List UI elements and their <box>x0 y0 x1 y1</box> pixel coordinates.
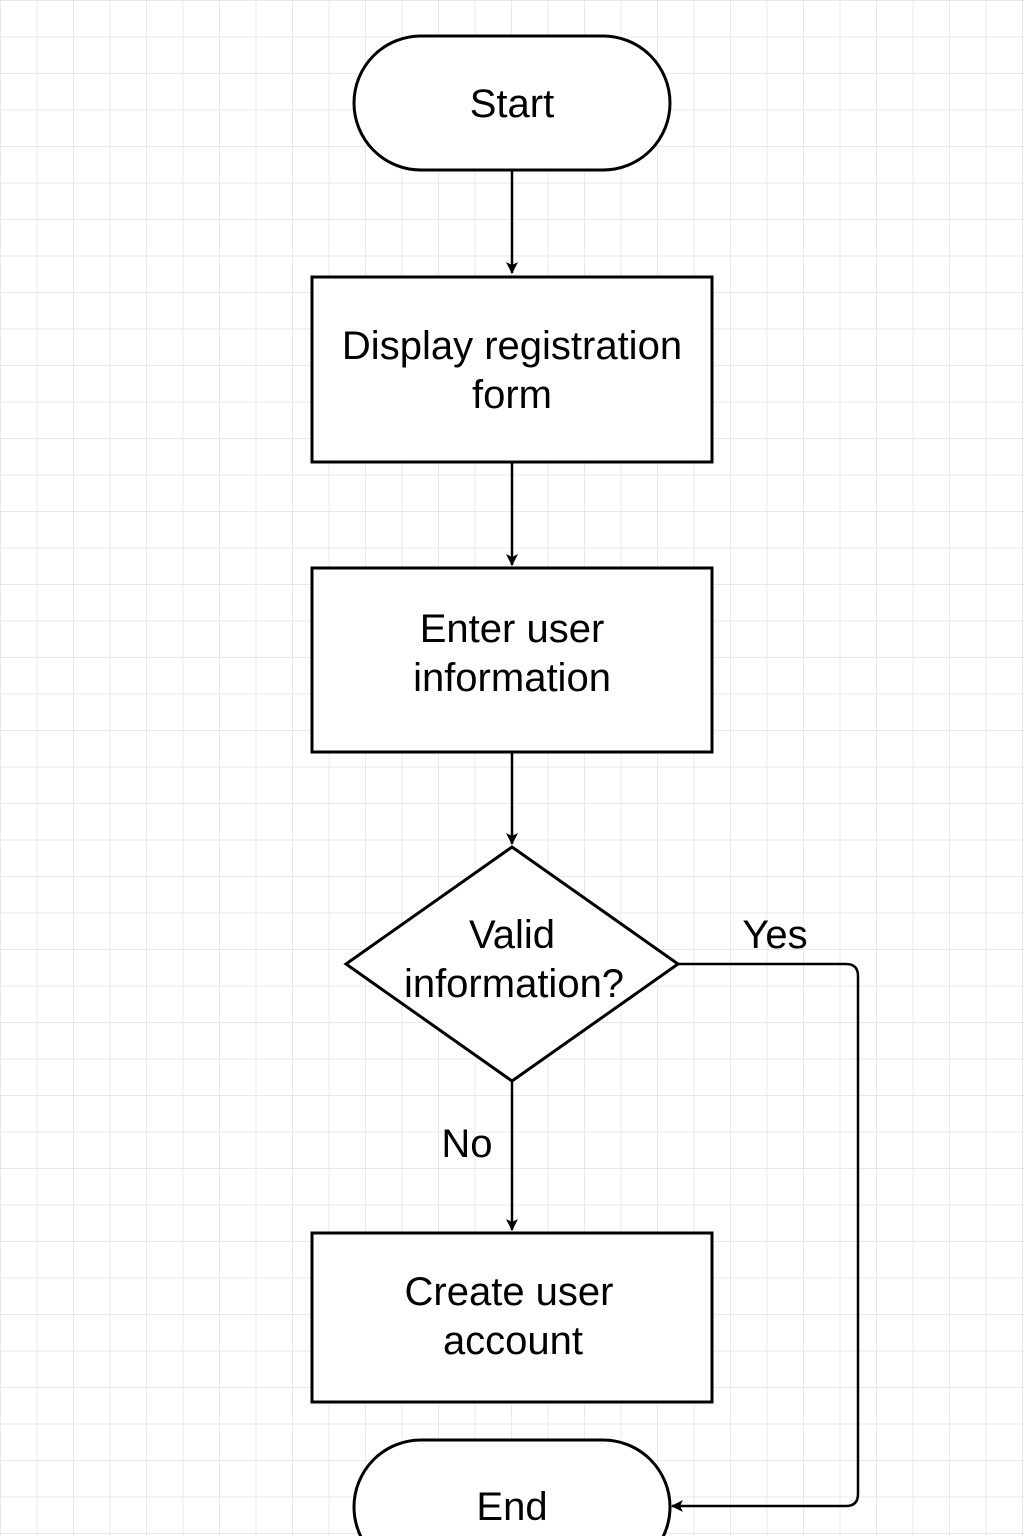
valid-decision-label-line2: information? <box>404 962 624 1006</box>
edge-decision-yes-to-end <box>671 962 860 1512</box>
end-label: End <box>476 1485 547 1529</box>
create-account-node: Create user account <box>310 1231 714 1404</box>
start-node: Start <box>352 34 672 172</box>
display-form-label-line1: Display registration <box>342 324 682 368</box>
no-edge-label: No <box>441 1122 492 1166</box>
valid-decision-label-line1: Valid <box>469 913 555 957</box>
create-account-label-line1: Create user <box>405 1270 614 1314</box>
valid-decision-node: Valid information? <box>343 845 681 1083</box>
end-node: End <box>352 1438 672 1536</box>
display-form-label-line2: form <box>472 373 552 417</box>
enter-info-node: Enter user information <box>310 566 714 754</box>
start-label: Start <box>470 82 554 126</box>
yes-edge-label: Yes <box>742 913 807 957</box>
create-account-label-line2: account <box>443 1319 583 1363</box>
display-form-node: Display registration form <box>310 275 714 464</box>
enter-info-label-line1: Enter user <box>420 607 605 651</box>
enter-info-label-line2: information <box>413 656 611 700</box>
